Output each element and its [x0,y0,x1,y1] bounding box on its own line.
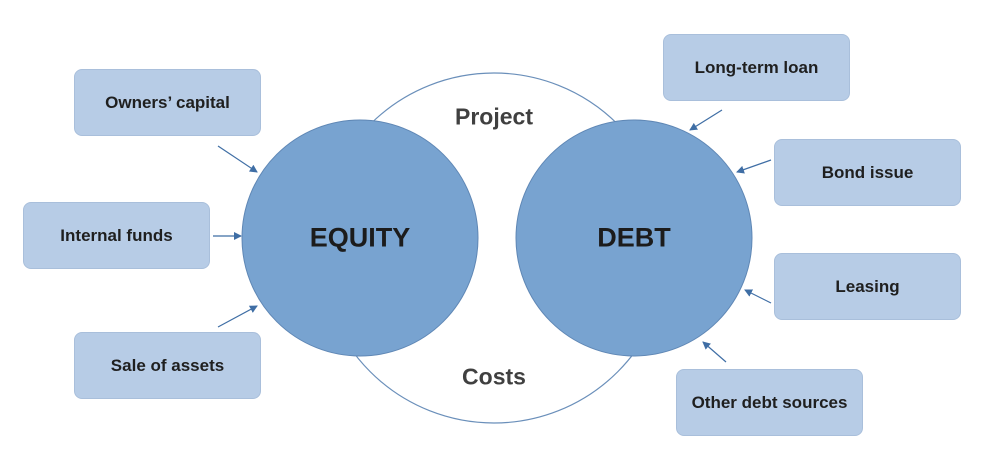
box-other-debt-sources: Other debt sources [676,369,863,436]
arrow-bond-issue [736,159,772,174]
ring-label-costs: Costs [462,363,526,390]
box-leasing: Leasing [774,253,961,320]
arrow-owners-capital [217,145,258,173]
arrow-sale-of-assets [217,305,258,328]
ring-label-project: Project [455,103,533,130]
box-internal-funds: Internal funds [23,202,210,269]
box-bond-issue: Bond issue [774,139,961,206]
arrow-leasing [744,289,772,304]
debt-circle [515,119,753,357]
arrow-long-term-loan [689,109,723,131]
arrow-other-debt-sources [702,341,727,363]
box-owners-capital: Owners’ capital [74,69,261,136]
equity-circle [241,119,479,357]
debt-label: DEBT [597,222,671,253]
box-long-term-loan: Long-term loan [663,34,850,101]
equity-label: EQUITY [309,222,411,253]
box-sale-of-assets: Sale of assets [74,332,261,399]
